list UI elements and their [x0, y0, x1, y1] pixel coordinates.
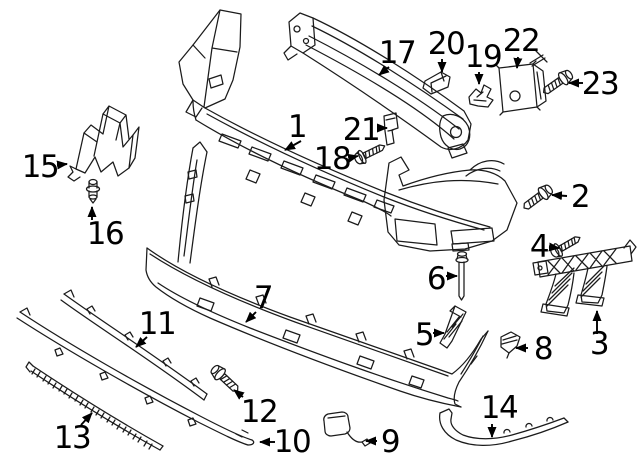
- callout-4-number: 4: [530, 229, 548, 265]
- callout-7[interactable]: 7: [245, 280, 274, 323]
- callout-3-number: 3: [590, 326, 608, 362]
- callout-5-number: 5: [415, 317, 433, 353]
- callouts: 1 2 3 4 5 6 7 8: [22, 23, 620, 460]
- callout-3[interactable]: 3: [590, 310, 610, 362]
- part-19-clip: [468, 84, 494, 108]
- callout-17-arrow: [378, 65, 390, 76]
- callout-2-arrow: [551, 191, 568, 201]
- callout-8[interactable]: 8: [515, 331, 554, 367]
- callout-12[interactable]: 12: [233, 389, 279, 430]
- callout-16[interactable]: 16: [87, 206, 125, 252]
- callout-7-number: 7: [254, 280, 272, 316]
- callout-17[interactable]: 17: [378, 35, 417, 76]
- callout-10-number: 10: [274, 424, 310, 460]
- callout-16-number: 16: [87, 216, 123, 252]
- callout-2[interactable]: 2: [551, 179, 591, 215]
- part-9-tow-hook-cover: [323, 411, 371, 447]
- callout-20-number: 20: [428, 26, 464, 62]
- part-2-bolt: [519, 181, 556, 215]
- callout-13[interactable]: 13: [54, 412, 93, 456]
- callout-11-arrow: [135, 336, 148, 348]
- part-17-impact-bar: [283, 12, 472, 159]
- part-14-corner-trim-strip: [438, 408, 569, 446]
- part-8-clip-nut: [500, 331, 521, 359]
- callout-9[interactable]: 9: [365, 424, 401, 460]
- callout-10[interactable]: 10: [259, 424, 312, 460]
- callout-12-number: 12: [241, 394, 277, 430]
- callout-22-arrow: [513, 56, 523, 69]
- callout-23-number: 23: [582, 66, 618, 102]
- callout-19[interactable]: 19: [465, 39, 503, 85]
- callout-4[interactable]: 4: [530, 229, 560, 265]
- callout-20[interactable]: 20: [428, 26, 466, 73]
- part-12-bolt: [207, 362, 244, 397]
- callout-15[interactable]: 15: [22, 149, 68, 185]
- callout-22-number: 22: [503, 23, 539, 59]
- callout-1-number: 1: [288, 109, 306, 145]
- callout-13-number: 13: [54, 420, 90, 456]
- callout-5[interactable]: 5: [415, 317, 445, 353]
- part-16-rivet: [85, 178, 101, 204]
- part-11-upper-trim-strip: [60, 289, 208, 401]
- callout-19-number: 19: [465, 39, 501, 75]
- callout-8-number: 8: [534, 331, 552, 367]
- callout-14[interactable]: 14: [481, 390, 519, 438]
- callout-23[interactable]: 23: [568, 66, 620, 102]
- part-3-side-bracket: [532, 239, 637, 317]
- callout-1-arrow: [284, 140, 302, 151]
- callout-15-arrow: [56, 160, 68, 170]
- callout-18-arrow: [347, 153, 359, 163]
- part-1-bumper-cover: [178, 9, 518, 252]
- part-7-lower-valance: [145, 141, 489, 408]
- callout-18[interactable]: 18: [314, 141, 359, 177]
- part-21-clip: [383, 112, 399, 146]
- callout-22[interactable]: 22: [503, 23, 541, 69]
- callout-21-number: 21: [343, 112, 379, 148]
- callout-11-number: 11: [139, 306, 175, 342]
- part-13-bottom-trim-strip: [25, 361, 164, 451]
- callout-18-number: 18: [314, 141, 350, 177]
- callout-12-arrow: [233, 389, 245, 400]
- part-15-side-spacer: [67, 105, 140, 182]
- callout-9-number: 9: [381, 424, 399, 460]
- callout-6[interactable]: 6: [427, 261, 458, 297]
- callout-7-arrow: [245, 311, 257, 323]
- callout-4-arrow: [548, 242, 560, 252]
- callout-21[interactable]: 21: [343, 112, 388, 148]
- callout-17-number: 17: [379, 35, 415, 71]
- part-10-lower-trim-strip: [16, 307, 255, 446]
- callout-2-number: 2: [571, 179, 589, 215]
- callout-11[interactable]: 11: [135, 306, 177, 348]
- callout-1[interactable]: 1: [284, 109, 308, 151]
- callout-15-number: 15: [22, 149, 58, 185]
- part-6-push-pin: [455, 251, 469, 301]
- callout-14-number: 14: [481, 390, 517, 426]
- callout-13-arrow: [80, 412, 93, 426]
- callout-6-number: 6: [427, 261, 445, 297]
- part-5-side-support: [439, 305, 467, 349]
- part-22-mount-bracket: [495, 50, 548, 116]
